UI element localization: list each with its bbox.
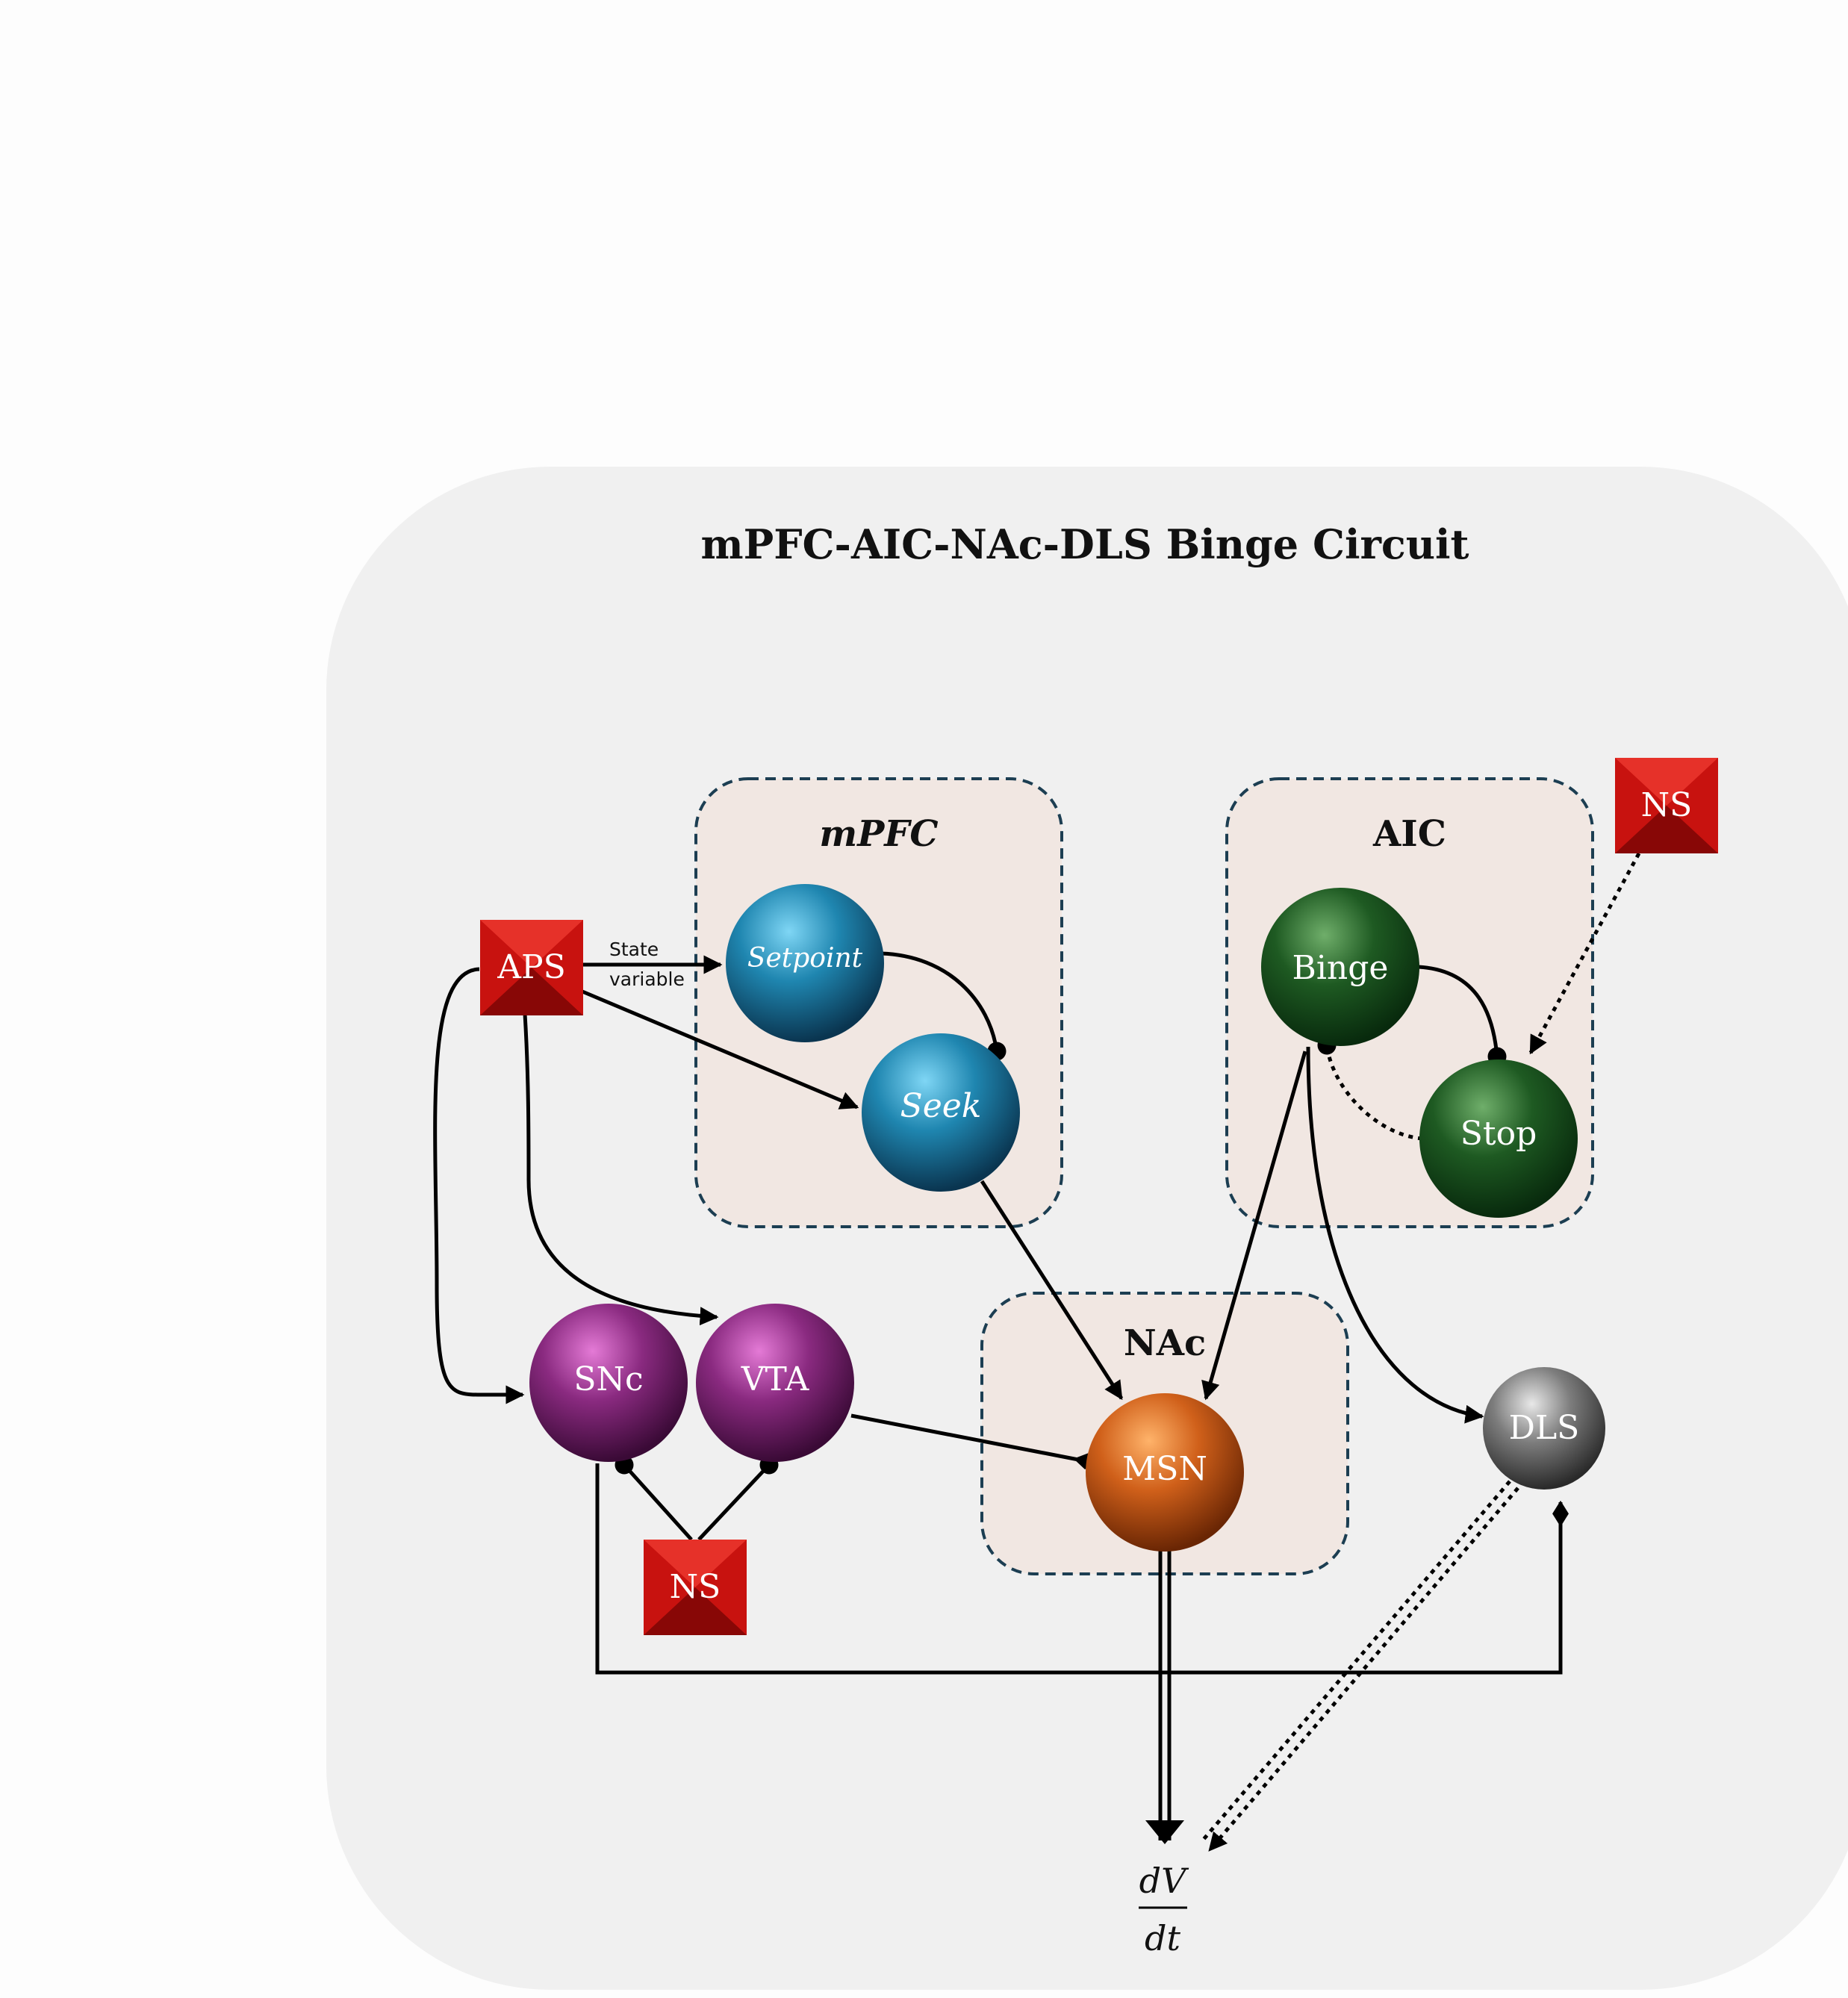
output-numerator: dV [1139, 1861, 1189, 1901]
binge-label: Binge [1292, 949, 1389, 987]
edge-dls-output-a [1199, 1480, 1511, 1844]
region-mpfc-label: mPFC [819, 813, 938, 855]
edge-binge-dls [1306, 1046, 1484, 1424]
edge-snc-dls [595, 1463, 1569, 1675]
aps-box: APS [480, 920, 583, 1015]
edge-setpoint-seek [880, 951, 1007, 1061]
edges [433, 852, 1641, 1852]
setpoint-label: Setpoint [747, 943, 863, 974]
ns-top-label: NS [1641, 786, 1693, 824]
edge-label-variable: variable [609, 968, 685, 990]
output-derivative: dV dt [1139, 1861, 1189, 1958]
msn-label: MSN [1122, 1450, 1207, 1488]
node-stop: Stop [1419, 1059, 1578, 1218]
node-binge: Binge [1261, 888, 1419, 1046]
edge-stop-binge [1317, 1036, 1423, 1141]
edge-aps-seek [582, 989, 859, 1110]
ns-bottom-label: NS [670, 1568, 721, 1606]
edge-binge-msn [1201, 1051, 1307, 1401]
vta-label: VTA [741, 1360, 810, 1398]
node-vta: VTA [696, 1304, 854, 1462]
ns-box-top: NS [1615, 758, 1718, 853]
edge-binge-stop [1418, 965, 1507, 1066]
edge-msn-output-head [1145, 1820, 1184, 1844]
edge-vta-msn [850, 1413, 1100, 1469]
stop-label: Stop [1460, 1115, 1537, 1153]
region-nac-label: NAc [1124, 1322, 1206, 1364]
circuit-panel [326, 467, 1848, 1990]
diagram-title: mPFC-AIC-NAc-DLS Binge Circuit [700, 520, 1469, 568]
edge-label-state: State [609, 939, 659, 960]
node-dls: DLS [1483, 1367, 1605, 1490]
region-aic-label: AIC [1372, 813, 1446, 855]
output-denominator: dt [1145, 1918, 1180, 1958]
seek-label: Seek [900, 1087, 982, 1125]
edge-ns-vta [697, 1455, 779, 1541]
edge-ns-snc [615, 1455, 693, 1541]
snc-label: SNc [573, 1360, 643, 1398]
edge-seek-msn [980, 1180, 1124, 1401]
node-snc: SNc [529, 1304, 688, 1462]
edge-dls-output-b [1208, 1487, 1519, 1852]
ns-box-bottom: NS [644, 1540, 747, 1635]
node-setpoint: Setpoint [726, 884, 884, 1042]
node-seek: Seek [862, 1033, 1020, 1192]
edge-aps-vta [523, 1013, 719, 1326]
edge-aps-snc [433, 967, 525, 1404]
dls-label: DLS [1509, 1409, 1580, 1447]
aps-label: APS [497, 948, 566, 986]
node-msn: MSN [1086, 1393, 1244, 1552]
